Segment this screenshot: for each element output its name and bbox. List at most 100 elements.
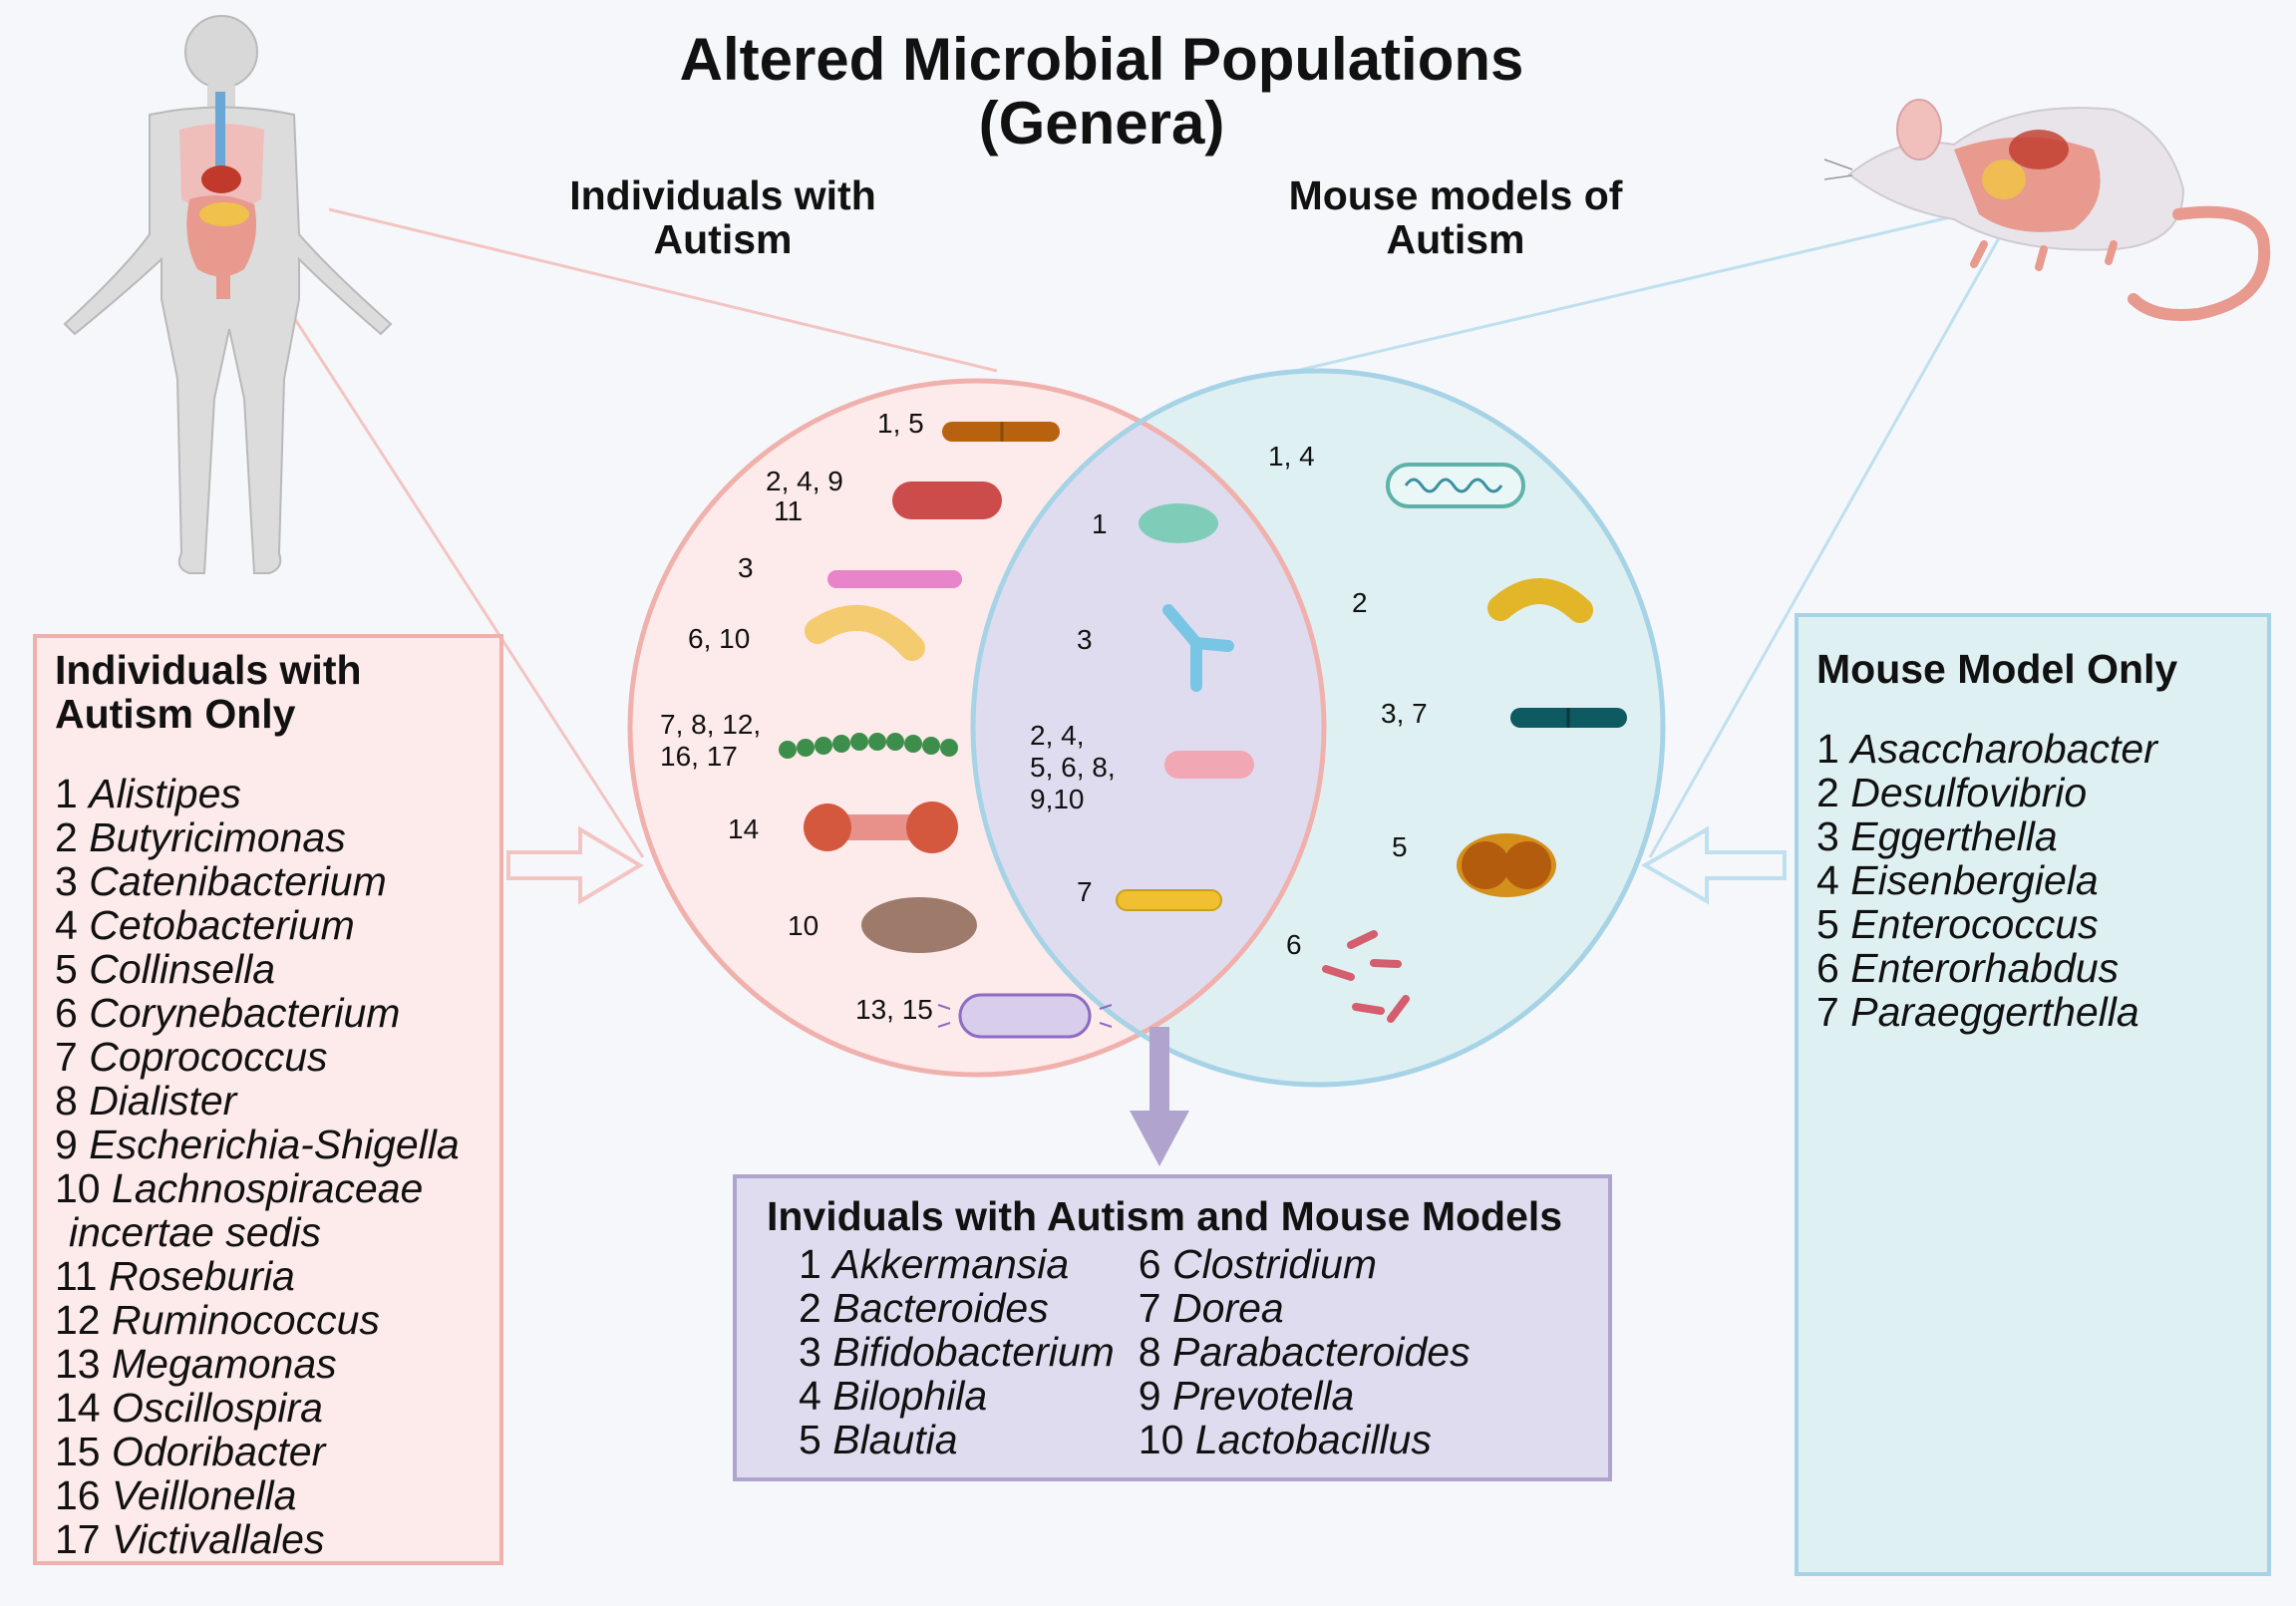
item-number: 5: [799, 1417, 821, 1462]
arrow-to-autism-circle: [506, 825, 644, 905]
list-item: 10 Lactobacillus: [1139, 1418, 1471, 1461]
venn-label-l8: 14: [728, 813, 759, 844]
list-item: 1 Alistipes: [55, 772, 482, 815]
genus-name: Victivallales: [112, 1516, 325, 1562]
list-item: 5 Collinsella: [55, 947, 482, 991]
genus-name: Asaccharobacter: [1850, 726, 2157, 772]
item-number: 7: [1138, 1285, 1161, 1331]
genus-name: Desulfovibrio: [1850, 770, 2088, 815]
list-item: 9 Escherichia-Shigella: [55, 1123, 482, 1166]
genus-name: Alistipes: [89, 771, 241, 816]
genus-name: Collinsella: [89, 946, 276, 992]
venn-label-r2: 2: [1352, 587, 1368, 618]
item-number: 2: [799, 1285, 821, 1331]
item-number: 6: [1816, 945, 1839, 991]
genus-name: Eisenbergiela: [1850, 857, 2099, 903]
list-item: 2 Butyricimonas: [55, 815, 482, 859]
genus-name: Akkermansia: [832, 1241, 1070, 1287]
list-item: 15 Odoribacter: [55, 1430, 482, 1473]
list-item: 1 Asaccharobacter: [1816, 727, 2249, 771]
list-item: 6 Corynebacterium: [55, 991, 482, 1035]
title-line-1: Altered Microbial Populations: [679, 26, 1524, 93]
list-item: 16 Veillonella: [55, 1473, 482, 1517]
genus-name: Dialister: [89, 1078, 237, 1124]
list-item: 3 Catenibacterium: [55, 859, 482, 903]
venn-label-l7: 16, 17: [660, 741, 738, 772]
mouse-heading-line-2: Autism: [1386, 216, 1525, 262]
mouse-heading-line-1: Mouse models of: [1288, 172, 1623, 218]
genus-name: Bilophila: [832, 1373, 988, 1419]
venn-label-l6: 7, 8, 12,: [660, 709, 761, 740]
list-item: 6 Enterorhabdus: [1816, 946, 2249, 990]
venn-label-o6: 7: [1077, 876, 1093, 907]
autism-circle-heading: Individuals with Autism: [538, 173, 907, 261]
item-number: 8: [55, 1078, 78, 1124]
item-number: 1: [799, 1241, 821, 1287]
genus-name: Parabacteroides: [1172, 1329, 1471, 1375]
genus-name: Roseburia: [108, 1253, 295, 1299]
item-number: 4: [1816, 857, 1839, 903]
list-item: incertae sedis: [55, 1210, 482, 1254]
item-number: 9: [1138, 1373, 1161, 1419]
venn-label-l9: 10: [788, 910, 819, 941]
item-number: 5: [1816, 901, 1839, 947]
list-item: 14 Oscillospira: [55, 1386, 482, 1430]
item-number: 6: [1138, 1241, 1161, 1287]
venn-label-l1: 1, 5: [877, 408, 924, 439]
genus-name: Coprococcus: [89, 1034, 328, 1080]
item-number: 3: [799, 1329, 821, 1375]
autism-only-heading-line-1: Individuals with: [55, 647, 362, 693]
shared-heading: Inviduals with Autism and Mouse Models: [767, 1193, 1563, 1239]
genus-name: Escherichia-Shigella: [89, 1122, 460, 1167]
venn-label-o3: 2, 4,: [1030, 720, 1084, 751]
genus-name: Paraeggerthella: [1850, 989, 2139, 1035]
item-number: 11: [55, 1253, 98, 1299]
genus-name: Clostridium: [1172, 1241, 1378, 1287]
item-number: 12: [55, 1297, 101, 1343]
item-number: 17: [55, 1516, 101, 1562]
venn-label-l10: 13, 15: [855, 994, 933, 1025]
list-item: 10 Lachnospiraceae: [55, 1166, 482, 1210]
item-number: 2: [55, 814, 78, 860]
item-number: 7: [1816, 989, 1839, 1035]
item-number: 4: [55, 902, 78, 948]
list-item: 9 Prevotella: [1139, 1374, 1471, 1418]
list-item: 1 Akkermansia: [799, 1242, 1115, 1286]
genus-name: Veillonella: [112, 1472, 297, 1518]
venn-label-r4: 5: [1392, 831, 1408, 862]
genus-name: Bifidobacterium: [832, 1329, 1115, 1375]
venn-label-o5: 9,10: [1030, 784, 1085, 814]
list-item: 12 Ruminococcus: [55, 1298, 482, 1342]
venn-label-l5: 6, 10: [688, 623, 750, 654]
venn-label-l2: 2, 4, 9: [766, 466, 843, 496]
list-item: 5 Blautia: [799, 1418, 1115, 1461]
venn-label-r1: 1, 4: [1268, 441, 1315, 472]
list-item: 11 Roseburia: [55, 1254, 482, 1298]
genus-name: Megamonas: [112, 1341, 337, 1387]
genus-name: Odoribacter: [112, 1429, 326, 1474]
item-number: 14: [55, 1385, 101, 1431]
genus-name: Bacteroides: [832, 1285, 1049, 1331]
title-line-2: (Genera): [978, 90, 1225, 157]
autism-only-panel: Individuals with Autism Only 1 Alistipes…: [33, 634, 503, 1565]
genus-name: Catenibacterium: [89, 858, 387, 904]
list-item: 17 Victivallales: [55, 1517, 482, 1561]
item-number: 10: [55, 1165, 101, 1211]
list-item: 2 Bacteroides: [799, 1286, 1115, 1330]
list-item: 3 Bifidobacterium: [799, 1330, 1115, 1374]
down-arrow: [1130, 1027, 1189, 1166]
list-item: 7 Dorea: [1139, 1286, 1471, 1330]
genus-name: Cetobacterium: [89, 902, 355, 948]
item-number: 3: [55, 858, 78, 904]
venn-label-o4: 5, 6, 8,: [1030, 752, 1116, 783]
genus-name: Enterococcus: [1850, 901, 2099, 947]
shared-panel: Inviduals with Autism and Mouse Models 1…: [733, 1174, 1612, 1481]
list-item: 6 Clostridium: [1139, 1242, 1471, 1286]
venn-label-o1: 1: [1092, 508, 1108, 539]
genus-name: Blautia: [832, 1417, 958, 1462]
page-title: Altered Microbial Populations (Genera): [558, 28, 1645, 156]
venn-label-l4: 3: [738, 552, 754, 583]
